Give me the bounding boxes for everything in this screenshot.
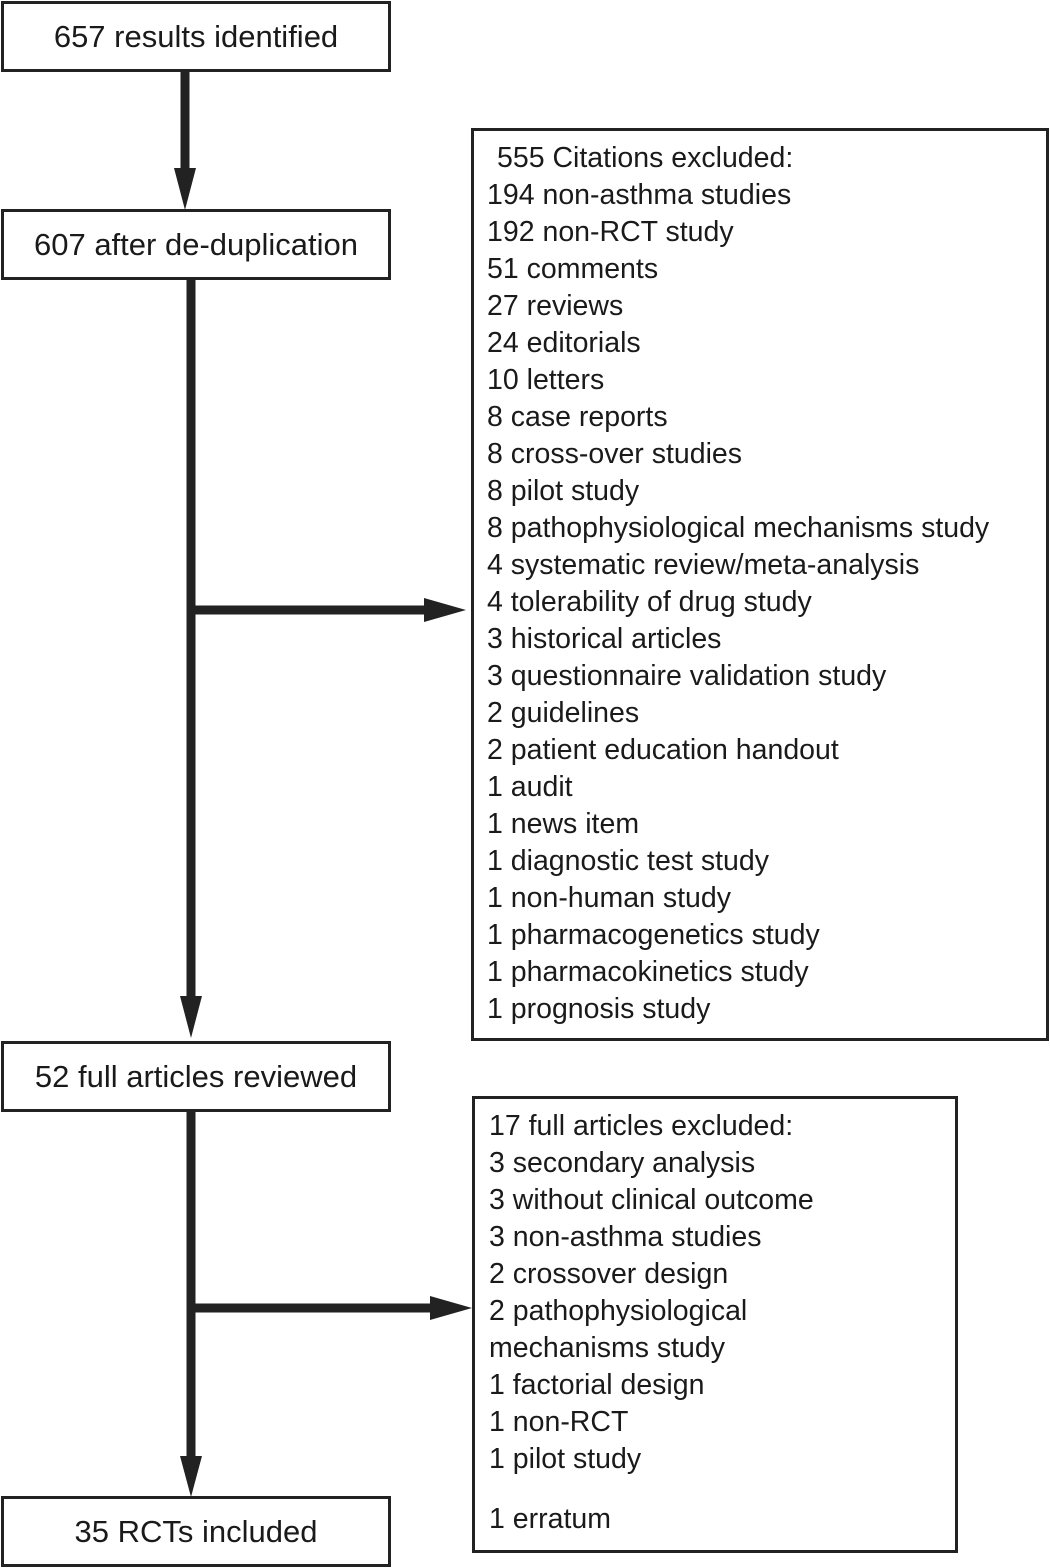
exclusion-item: 8 pathophysiological mechanisms study xyxy=(487,512,990,544)
arrowhead xyxy=(430,1296,472,1320)
exclusion-item: 51 comments xyxy=(487,253,659,285)
deduplicated-box: 607 after de-duplication xyxy=(1,209,391,280)
exclusion-item: mechanisms study xyxy=(489,1332,726,1364)
arrowhead xyxy=(180,1456,202,1497)
exclusion-item: 1 non-RCT xyxy=(489,1406,629,1438)
exclusion-item: 4 systematic review/meta-analysis xyxy=(487,549,920,581)
exclusion-item: 1 pharmacokinetics study xyxy=(487,956,809,988)
exclusion-item: 1 pharmacogenetics study xyxy=(487,919,820,951)
arrowhead xyxy=(424,598,466,622)
reviewed-box: 52 full articles reviewed xyxy=(1,1041,391,1112)
exclusion-item: 10 letters xyxy=(487,364,605,396)
articles-excluded-title: 17 full articles excluded: xyxy=(489,1110,794,1142)
exclusion-item: 3 questionnaire validation study xyxy=(487,660,887,692)
exclusion-item: 8 case reports xyxy=(487,401,668,433)
exclusion-item: 1 prognosis study xyxy=(487,993,711,1025)
deduplicated-label: 607 after de-duplication xyxy=(33,226,358,262)
reviewed-label: 52 full articles reviewed xyxy=(34,1058,358,1094)
exclusion-item: 1 non-human study xyxy=(487,882,731,914)
exclusion-item: 194 non-asthma studies xyxy=(487,179,792,211)
citations-excluded-title: 555 Citations excluded: xyxy=(497,142,794,174)
identified-box: 657 results identified xyxy=(1,1,391,72)
exclusion-item: 24 editorials xyxy=(487,327,641,359)
exclusion-item: 1 news item xyxy=(487,808,640,840)
exclusion-item: 2 guidelines xyxy=(487,697,640,729)
citations-excluded-box: 555 Citations excluded: 194 non-asthma s… xyxy=(471,128,1049,1041)
exclusion-item: 3 secondary analysis xyxy=(489,1147,756,1179)
exclusion-item: 1 factorial design xyxy=(489,1369,705,1401)
exclusion-item: 4 tolerability of drug study xyxy=(487,586,812,618)
exclusion-item: 1 pilot study xyxy=(489,1443,642,1475)
included-box: 35 RCTs included xyxy=(1,1496,391,1567)
arrowhead xyxy=(174,168,196,210)
arrowhead xyxy=(180,996,202,1038)
exclusion-item: 2 patient education handout xyxy=(487,734,839,766)
exclusion-item: 3 without clinical outcome xyxy=(489,1184,814,1216)
exclusion-item: 3 historical articles xyxy=(487,623,722,655)
exclusion-item: 2 crossover design xyxy=(489,1258,729,1290)
exclusion-item: 8 cross-over studies xyxy=(487,438,743,470)
exclusion-item-erratum: 1 erratum xyxy=(489,1503,611,1535)
identified-label: 657 results identified xyxy=(53,18,339,54)
exclusion-item: 1 diagnostic test study xyxy=(487,845,769,877)
exclusion-item: 3 non-asthma studies xyxy=(489,1221,762,1253)
included-label: 35 RCTs included xyxy=(74,1513,318,1549)
articles-excluded-box: 17 full articles excluded: 3 secondary a… xyxy=(472,1096,958,1553)
exclusion-item: 8 pilot study xyxy=(487,475,640,507)
exclusion-item: 192 non-RCT study xyxy=(487,216,734,248)
exclusion-item: 2 pathophysiological xyxy=(489,1295,748,1327)
exclusion-item: 27 reviews xyxy=(487,290,624,322)
exclusion-item: 1 audit xyxy=(487,771,573,803)
